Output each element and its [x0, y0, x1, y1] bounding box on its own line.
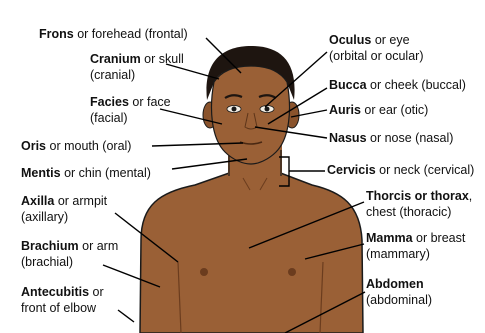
- label-thorax: Thorcis or thorax, chest (thoracic): [366, 189, 472, 220]
- label-abdomen: Abdomen (abdominal): [366, 277, 432, 308]
- label-nasus: Nasus or nose (nasal): [329, 131, 453, 147]
- label-oculus: Oculus or eye (orbital or ocular): [329, 33, 423, 64]
- label-oris: Oris or mouth (oral): [21, 139, 131, 155]
- right-nipple: [288, 268, 296, 276]
- leader-antecubitis: [118, 310, 134, 322]
- left-nipple: [200, 268, 208, 276]
- face: [212, 66, 290, 164]
- label-frons: Frons or forehead (frontal): [39, 27, 188, 43]
- label-auris: Auris or ear (otic): [329, 103, 428, 119]
- label-mentis: Mentis or chin (mental): [21, 166, 151, 182]
- label-bucca: Bucca or cheek (buccal): [329, 78, 466, 94]
- label-brachium: Brachium or arm (brachial): [21, 239, 118, 270]
- label-cervicis: Cervicis or neck (cervical): [327, 163, 474, 179]
- label-mamma: Mamma or breast (mammary): [366, 231, 465, 262]
- label-antecubitis: Antecubitis or front of elbow: [21, 285, 104, 316]
- label-axilla: Axilla or armpit (axillary): [21, 194, 107, 225]
- label-cranium: Cranium or skull (cranial): [90, 52, 184, 83]
- label-facies: Facies or face (facial): [90, 95, 171, 126]
- left-pupil: [232, 107, 237, 112]
